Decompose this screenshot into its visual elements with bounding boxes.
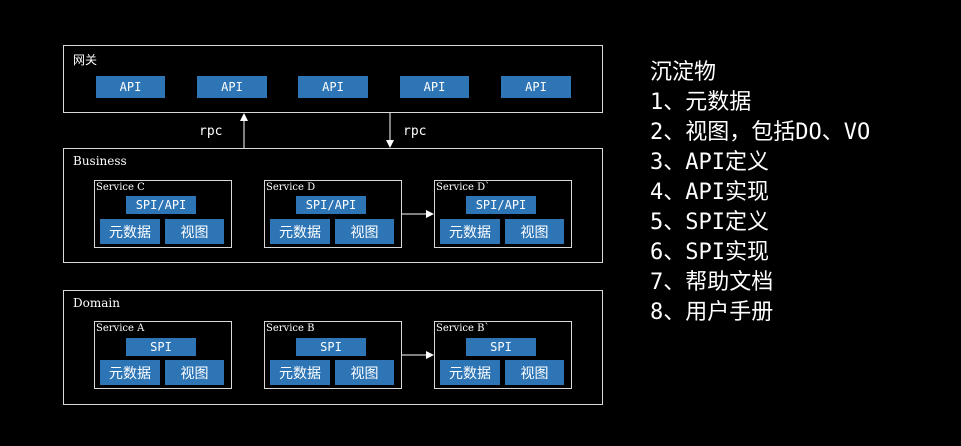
service-d: Service D SPI/API 元数据 视图 [264, 180, 402, 248]
service-b-prime-spi: SPI [466, 338, 536, 356]
gateway-api-4: API [400, 76, 469, 98]
service-d-prime-spi-api: SPI/API [466, 196, 536, 214]
service-d-prime: Service D` SPI/API 元数据 视图 [434, 180, 572, 248]
deliverable-item: 3、API定义 [650, 150, 769, 175]
service-d-prime-metadata: 元数据 [440, 219, 500, 244]
service-c-name: Service C [96, 182, 145, 193]
deliverable-item: 2、视图，包括DO、VO [650, 120, 871, 145]
deliverable-item: 8、用户手册 [650, 300, 774, 325]
deliverable-item: 6、SPI实现 [650, 240, 769, 265]
business-label: Business [73, 154, 127, 168]
service-a-name: Service A [96, 323, 145, 334]
gateway-frame: 网关 API API API API API [63, 45, 603, 113]
service-a-view: 视图 [165, 360, 224, 385]
service-a-metadata: 元数据 [100, 360, 160, 385]
business-frame: Business [63, 148, 603, 263]
service-b-prime-name: Service B` [436, 323, 490, 334]
service-d-view: 视图 [335, 219, 394, 244]
gateway-api-5: API [501, 76, 571, 98]
service-b-name: Service B [266, 323, 315, 334]
service-c-metadata: 元数据 [100, 219, 160, 244]
gateway-label: 网关 [73, 53, 98, 67]
service-b-view: 视图 [335, 360, 394, 385]
service-d-prime-view: 视图 [505, 219, 564, 244]
deliverables-title: 沉淀物 [650, 60, 717, 85]
service-b-prime-metadata: 元数据 [440, 360, 500, 385]
domain-label: Domain [73, 296, 120, 310]
service-b-metadata: 元数据 [270, 360, 330, 385]
service-d-spi-api: SPI/API [296, 196, 366, 214]
service-b: Service B SPI 元数据 视图 [264, 321, 402, 389]
rpc-label-right: rpc [403, 124, 427, 139]
service-a: Service A SPI 元数据 视图 [94, 321, 232, 389]
service-c-view: 视图 [165, 219, 224, 244]
service-d-metadata: 元数据 [270, 219, 330, 244]
service-a-spi: SPI [126, 338, 196, 356]
deliverables-list: 沉淀物 1、元数据 2、视图，包括DO、VO 3、API定义 4、API实现 5… [650, 58, 870, 328]
domain-frame: Domain [63, 290, 603, 405]
deliverable-item: 1、元数据 [650, 90, 752, 115]
service-b-spi: SPI [296, 338, 366, 356]
service-d-prime-name: Service D` [436, 182, 491, 193]
deliverable-item: 5、SPI定义 [650, 210, 769, 235]
service-c: Service C SPI/API 元数据 视图 [94, 180, 232, 248]
deliverable-item: 4、API实现 [650, 180, 769, 205]
gateway-api-2: API [197, 76, 267, 98]
service-b-prime: Service B` SPI 元数据 视图 [434, 321, 572, 389]
gateway-api-3: API [298, 76, 368, 98]
service-d-name: Service D [266, 182, 316, 193]
service-b-prime-view: 视图 [505, 360, 564, 385]
deliverable-item: 7、帮助文档 [650, 270, 774, 295]
rpc-label-left: rpc [199, 124, 223, 139]
service-c-spi-api: SPI/API [126, 196, 196, 214]
gateway-api-1: API [96, 76, 165, 98]
